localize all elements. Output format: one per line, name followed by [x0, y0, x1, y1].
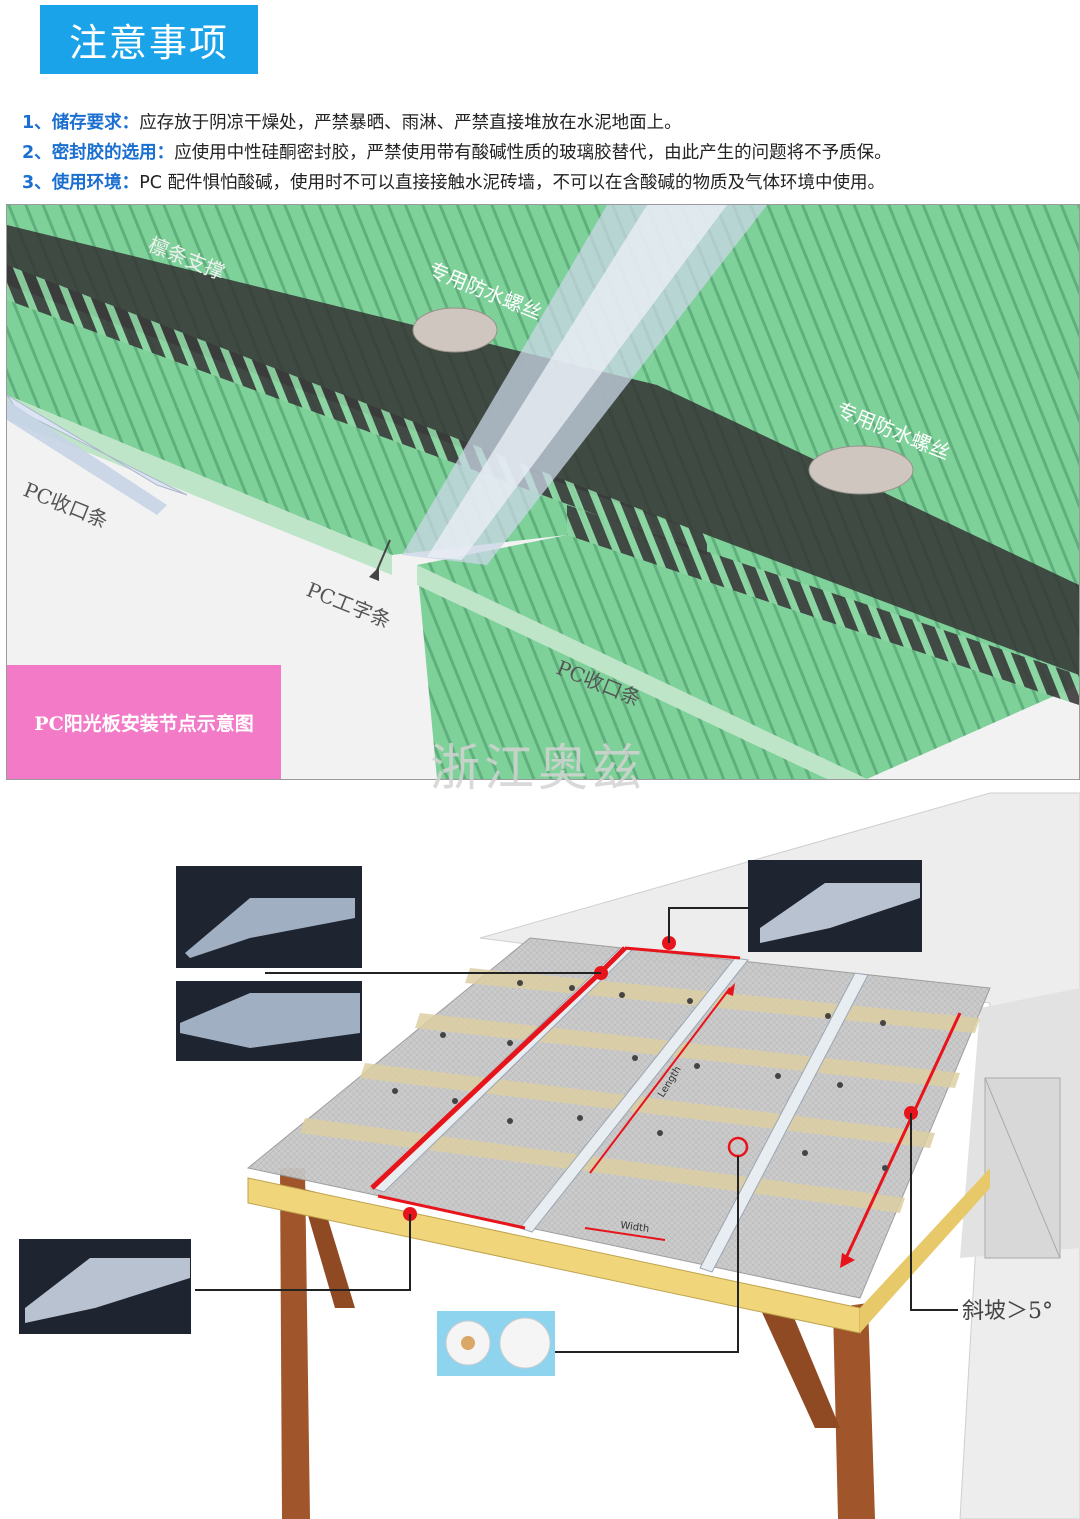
note-number: 3、	[22, 173, 52, 193]
diagram-caption-text: PC阳光板安装节点示意图	[34, 712, 254, 735]
installation-node-diagram: 檩条支撑 专用防水螺丝 专用防水螺丝 PC收口条 PC工字条 PC收口条 PC阳…	[6, 204, 1080, 780]
node-illustration: 檩条支撑 专用防水螺丝 专用防水螺丝 PC收口条 PC工字条 PC收口条	[7, 205, 1079, 779]
note-label: 储存要求：	[51, 113, 140, 133]
width-label: Width	[620, 1220, 650, 1235]
diagram-caption: PC阳光板安装节点示意图	[7, 665, 281, 779]
product-thumbnails	[19, 860, 922, 1376]
notes-list: 1、储存要求：应存放于阴凉干燥处，严禁暴晒、雨淋、严禁直接堆放在水泥地面上。 2…	[22, 108, 1062, 198]
watermark: 浙江奥兹	[430, 739, 646, 797]
note-item: 1、储存要求：应存放于阴凉干燥处，严禁暴晒、雨淋、严禁直接堆放在水泥地面上。	[22, 108, 1062, 138]
back-wall	[479, 792, 1080, 1519]
note-item: 3、使用环境：PC 配件惧怕酸碱，使用时不可以直接接触水泥砖墙，不可以在含酸碱的…	[22, 168, 1062, 198]
canopy-structure-diagram: Length Width 斜坡＞5°	[0, 788, 1080, 1519]
note-text: PC 配件惧怕酸碱，使用时不可以直接接触水泥砖墙，不可以在含酸碱的物质及气体环境…	[139, 173, 886, 193]
note-item: 2、密封胶的选用：应使用中性硅酮密封胶，严禁使用带有酸碱性质的玻璃胶替代，由此产…	[22, 138, 1062, 168]
note-number: 1、	[22, 113, 52, 133]
note-label: 密封胶的选用：	[51, 143, 175, 163]
note-label: 使用环境：	[51, 173, 140, 193]
note-number: 2、	[22, 143, 52, 163]
section-title: 注意事项	[40, 5, 258, 74]
note-text: 应存放于阴凉干燥处，严禁暴晒、雨淋、严禁直接堆放在水泥地面上。	[139, 113, 682, 133]
canopy-illustration: Length Width 斜坡＞5°	[19, 792, 1080, 1519]
wooden-post	[833, 1303, 875, 1519]
slope-label: 斜坡＞5°	[962, 1299, 1053, 1324]
waterproof-screw	[808, 445, 914, 495]
waterproof-screw	[412, 307, 498, 353]
wooden-post	[280, 1168, 310, 1519]
note-text: 应使用中性硅酮密封胶，严禁使用带有酸碱性质的玻璃胶替代，由此产生的问题将不予质保…	[174, 143, 892, 163]
